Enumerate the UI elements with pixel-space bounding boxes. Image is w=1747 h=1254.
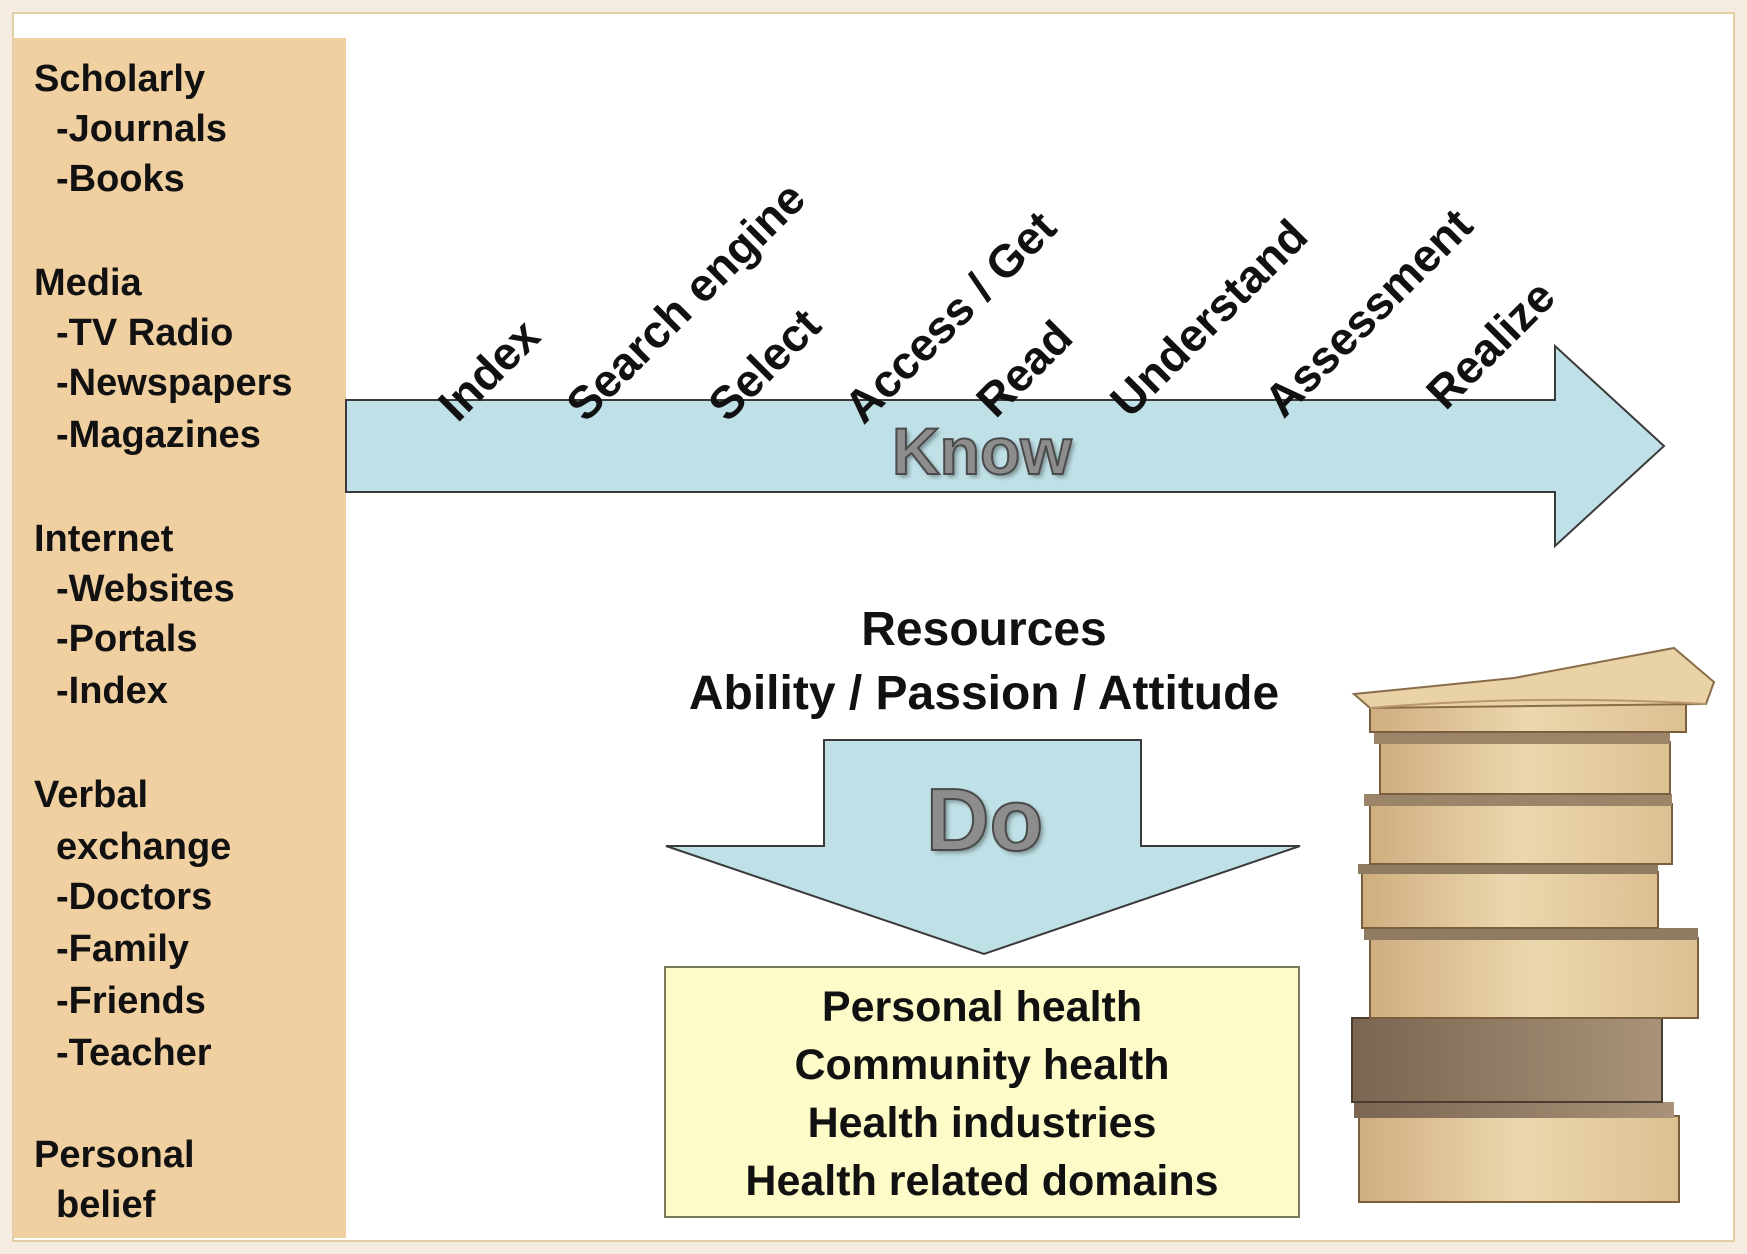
source-item: -Books (56, 158, 185, 200)
source-item: -Friends (56, 980, 206, 1022)
do-arrow (665, 739, 1301, 956)
source-item: -Index (56, 670, 168, 712)
source-group-title: Scholarly (34, 58, 206, 100)
source-item: -Doctors (56, 876, 213, 918)
outcome-item: Personal health (821, 983, 1143, 1031)
book-stack-icon (1351, 646, 1716, 1203)
outcome-item: Health related domains (745, 1157, 1219, 1205)
source-item: exchange (56, 826, 232, 868)
source-item: -Portals (56, 618, 198, 660)
do-label: Do (925, 770, 1044, 869)
slide-canvas: Scholarly -Journals -Books Media -TV Rad… (12, 12, 1735, 1242)
sources-sidebar: Scholarly -Journals -Books Media -TV Rad… (14, 38, 346, 1238)
source-item: belief (56, 1184, 156, 1226)
source-item: -Teacher (56, 1032, 212, 1074)
outcomes-box: Personal health Community health Health … (664, 966, 1300, 1218)
outcome-item: Health industries (807, 1099, 1157, 1147)
source-group-title: Media (34, 262, 142, 304)
resources-heading: Resources (861, 603, 1107, 656)
source-item: -Journals (56, 108, 228, 150)
know-arrow (345, 343, 1666, 549)
source-item: -Magazines (56, 414, 261, 456)
diagram-shapes (345, 343, 1716, 1203)
source-item: -Family (56, 928, 190, 970)
abilities-line: Ability / Passion / Attitude (688, 667, 1280, 720)
source-item: -TV Radio (56, 312, 234, 354)
source-group-title: Verbal (34, 774, 149, 816)
outcome-item: Community health (794, 1041, 1170, 1089)
know-label: Know (891, 414, 1073, 488)
source-group-title: Personal (34, 1134, 195, 1176)
source-item: -Newspapers (56, 362, 293, 404)
source-item: -Websites (56, 568, 235, 610)
source-group-title: Internet (34, 518, 174, 560)
